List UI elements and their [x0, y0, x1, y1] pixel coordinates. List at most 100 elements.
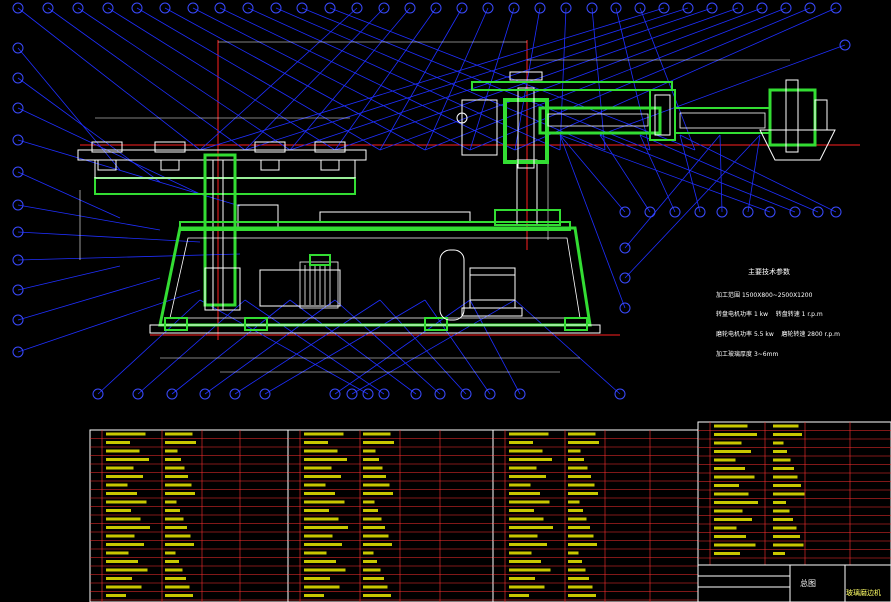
part-balloon	[789, 206, 801, 218]
spindle-core	[517, 87, 535, 169]
parts-table-text-mark	[714, 424, 748, 428]
part-balloon	[694, 206, 706, 218]
parts-table-text-mark	[106, 543, 144, 546]
part-balloon	[484, 388, 496, 400]
parts-table-text-mark	[165, 526, 187, 529]
suction-cup-4	[314, 141, 346, 171]
grinding-head-assembly	[456, 71, 771, 169]
base-plate	[149, 324, 601, 334]
parts-table-text-mark	[304, 441, 328, 444]
parts-table-text-mark	[509, 577, 535, 580]
part-balloon	[410, 388, 422, 400]
belt-guard	[439, 249, 465, 321]
leader-line	[379, 7, 463, 151]
parts-table-text-mark	[773, 526, 797, 530]
param-label-3b: 磨轮转速	[781, 331, 806, 338]
parts-table-text-mark	[304, 466, 332, 470]
part-balloon	[270, 2, 282, 14]
param-value-1: 1500X800~2500X1200	[741, 292, 813, 299]
parts-table-text-mark	[165, 560, 179, 563]
tech-params-heading: 主要技术参数	[748, 268, 790, 276]
parts-table-text-mark	[106, 458, 149, 461]
part-balloon	[42, 2, 54, 14]
part-balloon	[199, 388, 211, 400]
part-balloon	[780, 2, 792, 14]
parts-table-text-mark	[773, 484, 801, 487]
left-table-frame	[94, 159, 356, 179]
parts-table-text-mark	[165, 458, 181, 461]
suction-cup-2	[154, 141, 186, 171]
parts-table-text-mark	[509, 441, 533, 444]
part-balloon	[12, 166, 24, 178]
parts-table-text-mark	[568, 568, 586, 572]
part-balloon	[658, 2, 670, 14]
part-balloon	[619, 302, 631, 314]
parts-table-text-mark	[773, 552, 785, 555]
parts-table-text-mark	[363, 500, 375, 504]
part-balloon	[706, 2, 718, 14]
parts-table-text-mark	[509, 475, 546, 478]
part-balloon	[12, 102, 24, 114]
part-balloon	[830, 2, 842, 14]
leader-line	[424, 7, 787, 151]
leader-line	[244, 7, 385, 151]
leader-line	[379, 299, 467, 395]
parts-table-frame	[492, 429, 699, 602]
title-block-frame	[697, 564, 891, 602]
parts-table-text-mark	[106, 551, 129, 555]
centerlines	[80, 40, 860, 340]
parts-table-text-mark	[714, 543, 756, 547]
part-balloon	[166, 388, 178, 400]
parts-table-frame	[89, 429, 289, 602]
parts-table-text-mark	[106, 585, 142, 589]
part-balloon	[756, 2, 768, 14]
part-balloon	[72, 2, 84, 14]
parts-table-text-mark	[363, 458, 379, 461]
part-balloon	[159, 2, 171, 14]
wheel-spindle	[785, 79, 799, 153]
part-balloon	[132, 388, 144, 400]
foot-4	[564, 317, 588, 331]
parts-table-text-mark	[363, 585, 388, 589]
parts-table-text-mark	[714, 526, 737, 530]
parts-table-text-mark	[304, 432, 344, 436]
parts-table-text-mark	[106, 466, 134, 470]
right-column-base	[494, 209, 561, 226]
parts-table-text-mark	[165, 500, 177, 504]
part-balloon	[586, 2, 598, 14]
parts-table-text-mark	[106, 432, 146, 436]
parts-table-text-mark	[304, 551, 327, 555]
part-balloon	[12, 226, 24, 238]
parts-table-text-mark	[106, 568, 148, 572]
parts-table-text-mark	[568, 492, 598, 495]
part-balloon	[830, 206, 842, 218]
part-balloon	[259, 388, 271, 400]
part-balloon	[12, 254, 24, 266]
leader-line	[351, 299, 516, 395]
param-row-1: 加工范围 1500X800~2500X1200	[716, 290, 812, 299]
part-balloon	[12, 314, 24, 326]
part-balloon	[296, 2, 308, 14]
param-label-3: 磨轮电机功率	[716, 331, 753, 338]
part-balloon	[634, 2, 646, 14]
leader-line	[199, 7, 665, 151]
leader-line	[192, 7, 471, 151]
part-balloon	[669, 206, 681, 218]
parts-table-text-mark	[714, 458, 736, 462]
parts-table-text-mark	[568, 466, 588, 470]
parts-table-text-mark	[106, 577, 132, 580]
leader-line	[334, 299, 441, 395]
parts-table-text-mark	[568, 483, 595, 487]
leader-line	[204, 299, 336, 395]
parts-table-text-mark	[304, 585, 340, 589]
parts-table-text-mark	[165, 483, 192, 487]
parts-table-text-mark	[165, 432, 193, 436]
parts-table-text-mark	[304, 492, 335, 495]
part-balloon	[351, 2, 363, 14]
left-rotary-table	[77, 141, 367, 311]
param-value-2b: 1 r.p.m	[801, 311, 823, 318]
parts-table-text-mark	[304, 500, 345, 504]
parts-table-text-mark	[304, 509, 329, 512]
leader-line	[234, 299, 381, 395]
